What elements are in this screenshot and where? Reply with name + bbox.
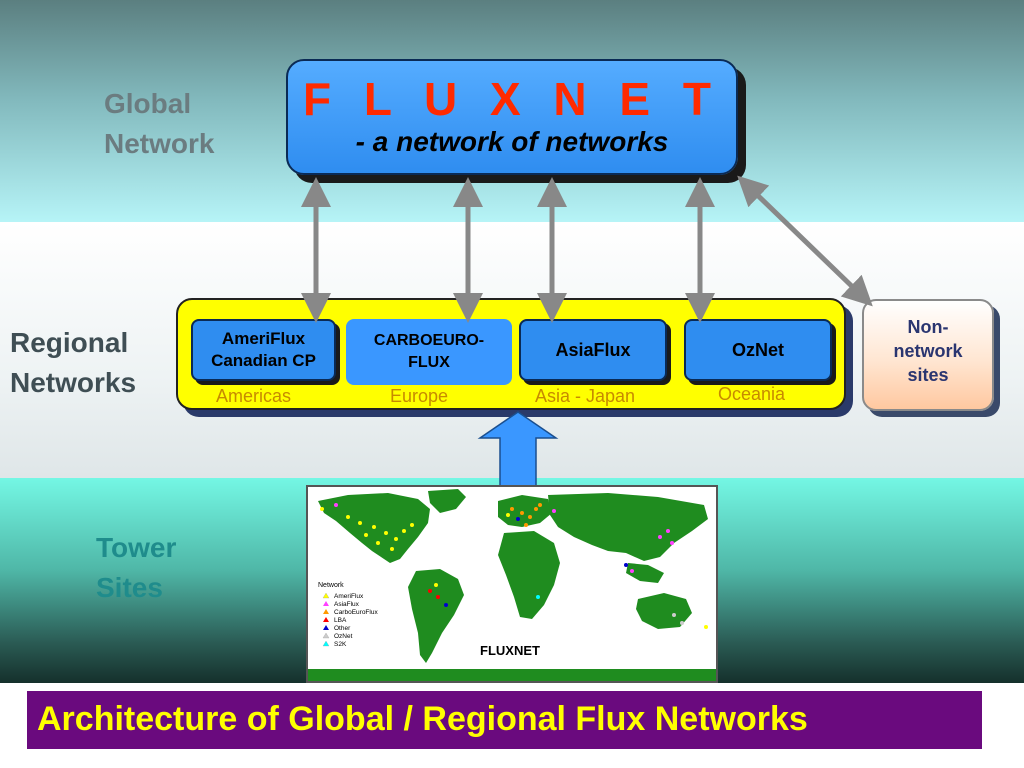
legend-label-lba: LBA <box>334 617 347 624</box>
fluxnet-box: F L U X N E T - a network of networks <box>286 59 738 175</box>
region-europe: Europe <box>390 386 449 406</box>
tower-sites-label: Tower Sites <box>96 528 176 608</box>
carboeuroflux-label: CARBOEURO- FLUX <box>373 332 485 371</box>
legend-marker-lba <box>323 617 329 622</box>
tower-site-markers <box>320 503 708 629</box>
legend-label-s2k: S2K <box>334 641 347 648</box>
legend-label-ameriflux: AmeriFlux <box>334 593 364 600</box>
land-australia <box>636 593 692 629</box>
non-network-line3: sites <box>907 365 949 385</box>
land-greenland <box>428 489 466 513</box>
legend-marker-oznet <box>322 632 330 639</box>
asiaflux-label: AsiaFlux <box>555 339 631 360</box>
carboeuroflux-network-box: CARBOEURO- FLUX <box>346 319 512 385</box>
ameriflux-network-box: AmeriFlux Canadian CP <box>191 319 336 381</box>
global-label-line1: Global <box>104 88 192 119</box>
fluxnet-subtitle: - a network of networks <box>355 126 669 157</box>
non-network-sites-box: Non- network sites <box>862 299 994 411</box>
asiaflux-network-box: AsiaFlux <box>519 319 667 381</box>
regional-networks-label: Regional Networks <box>10 323 136 403</box>
map-legend: AmeriFlux AsiaFlux CarboEuroFlux LBA Oth… <box>322 592 378 648</box>
title-banner: Architecture of Global / Regional Flux N… <box>27 691 982 749</box>
legend-label-asiaflux: AsiaFlux <box>334 601 360 608</box>
regional-label-line2: Networks <box>10 367 137 398</box>
legend-marker-carboeuroflux <box>323 609 329 614</box>
legend-label-other: Other <box>334 625 351 632</box>
banner-title: Architecture of Global / Regional Flux N… <box>37 700 808 738</box>
legend-label-carboeuroflux: CarboEuroFlux <box>334 609 378 616</box>
region-asia-japan: Asia - Japan <box>535 386 636 406</box>
fluxnet-title: F L U X N E T <box>303 73 721 125</box>
land-antarctica <box>308 669 716 681</box>
land-europe <box>498 495 552 527</box>
tower-label-line2: Sites <box>96 572 163 603</box>
legend-marker-asiaflux <box>323 601 329 606</box>
land-asia <box>548 493 708 561</box>
land-southeast-asia <box>626 563 664 583</box>
legend-marker-other <box>323 625 329 630</box>
non-network-line2: network <box>893 341 963 361</box>
legend-marker-s2k <box>322 640 330 647</box>
oznet-network-box: OzNet <box>684 319 832 381</box>
canadian-cp-label: Canadian CP <box>211 351 316 370</box>
land-south-america <box>408 569 464 663</box>
region-oceania: Oceania <box>718 384 786 404</box>
world-map: Network AmeriFlux AsiaFlux CarboEuroFlux… <box>308 487 716 681</box>
global-network-label: Global Network <box>104 84 214 164</box>
tower-label-line1: Tower <box>96 532 177 563</box>
legend-marker-ameriflux <box>322 592 330 599</box>
ameriflux-label: AmeriFlux <box>221 329 306 348</box>
region-americas: Americas <box>216 386 292 406</box>
regional-label-line1: Regional <box>10 327 129 358</box>
oznet-label: OzNet <box>731 339 784 360</box>
map-title-backing <box>474 639 554 661</box>
non-network-line1: Non- <box>907 317 949 337</box>
map-legend-title: Network <box>318 582 344 589</box>
global-label-line2: Network <box>104 128 215 159</box>
land-africa <box>498 531 560 619</box>
legend-label-oznet: OzNet <box>334 633 353 640</box>
map-title: FLUXNET <box>480 643 540 658</box>
world-map-panel: Network AmeriFlux AsiaFlux CarboEuroFlux… <box>306 485 718 683</box>
